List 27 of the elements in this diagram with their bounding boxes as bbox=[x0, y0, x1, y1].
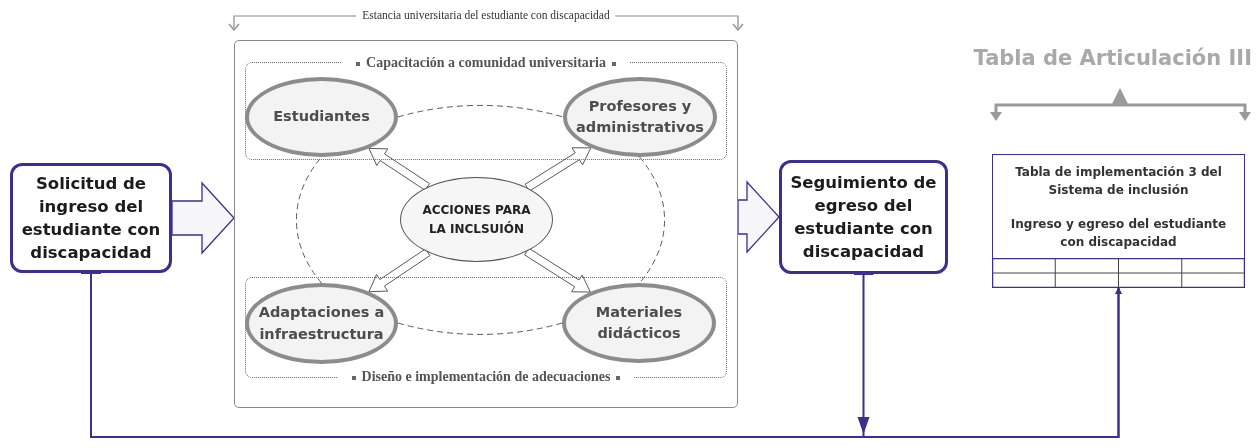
box-text: Seguimiento de egreso del estudiante con discapacidad bbox=[789, 171, 938, 264]
dashed-connector bbox=[295, 156, 322, 284]
oval-text: Adaptaciones a infraestructura bbox=[257, 303, 386, 344]
block-arrow bbox=[171, 181, 235, 255]
diagram-title: Tabla de Articulación III bbox=[973, 46, 1252, 70]
bracket-label: Estancia universitaria del estudiante con discapacidad bbox=[356, 9, 616, 21]
table-heading: Ingreso y egreso del estudiante con discapacidad bbox=[1009, 216, 1228, 251]
oval-text: Materiales didácticos bbox=[594, 303, 684, 343]
dashed-connector bbox=[639, 156, 666, 284]
block-arrow bbox=[737, 180, 780, 254]
frame-box bbox=[234, 40, 738, 408]
oval-text: ACCIONES PARA LA INCLSUIÓN bbox=[421, 201, 532, 238]
dashed-connector bbox=[397, 105, 564, 118]
table-heading: Tabla de implementación 3 del Sistema de inclusión bbox=[1014, 164, 1223, 199]
oval-text: Estudiantes bbox=[272, 107, 371, 127]
box-text: Solicitud de ingreso del estudiante con discapacidad bbox=[20, 172, 162, 265]
process-box bbox=[779, 160, 948, 274]
band-heading: Capacitación a comunidad universitaria bbox=[342, 55, 630, 71]
oval-text: Profesores y administrativos bbox=[575, 97, 705, 137]
block-arrow bbox=[368, 147, 430, 191]
block-arrow bbox=[524, 247, 591, 293]
band-heading: Diseño e implementación de adecuaciones bbox=[337, 369, 635, 385]
block-arrow bbox=[524, 147, 592, 192]
block-arrow bbox=[368, 248, 431, 293]
process-box bbox=[10, 163, 172, 273]
table-card bbox=[992, 154, 1245, 288]
dashed-connector bbox=[397, 322, 563, 335]
